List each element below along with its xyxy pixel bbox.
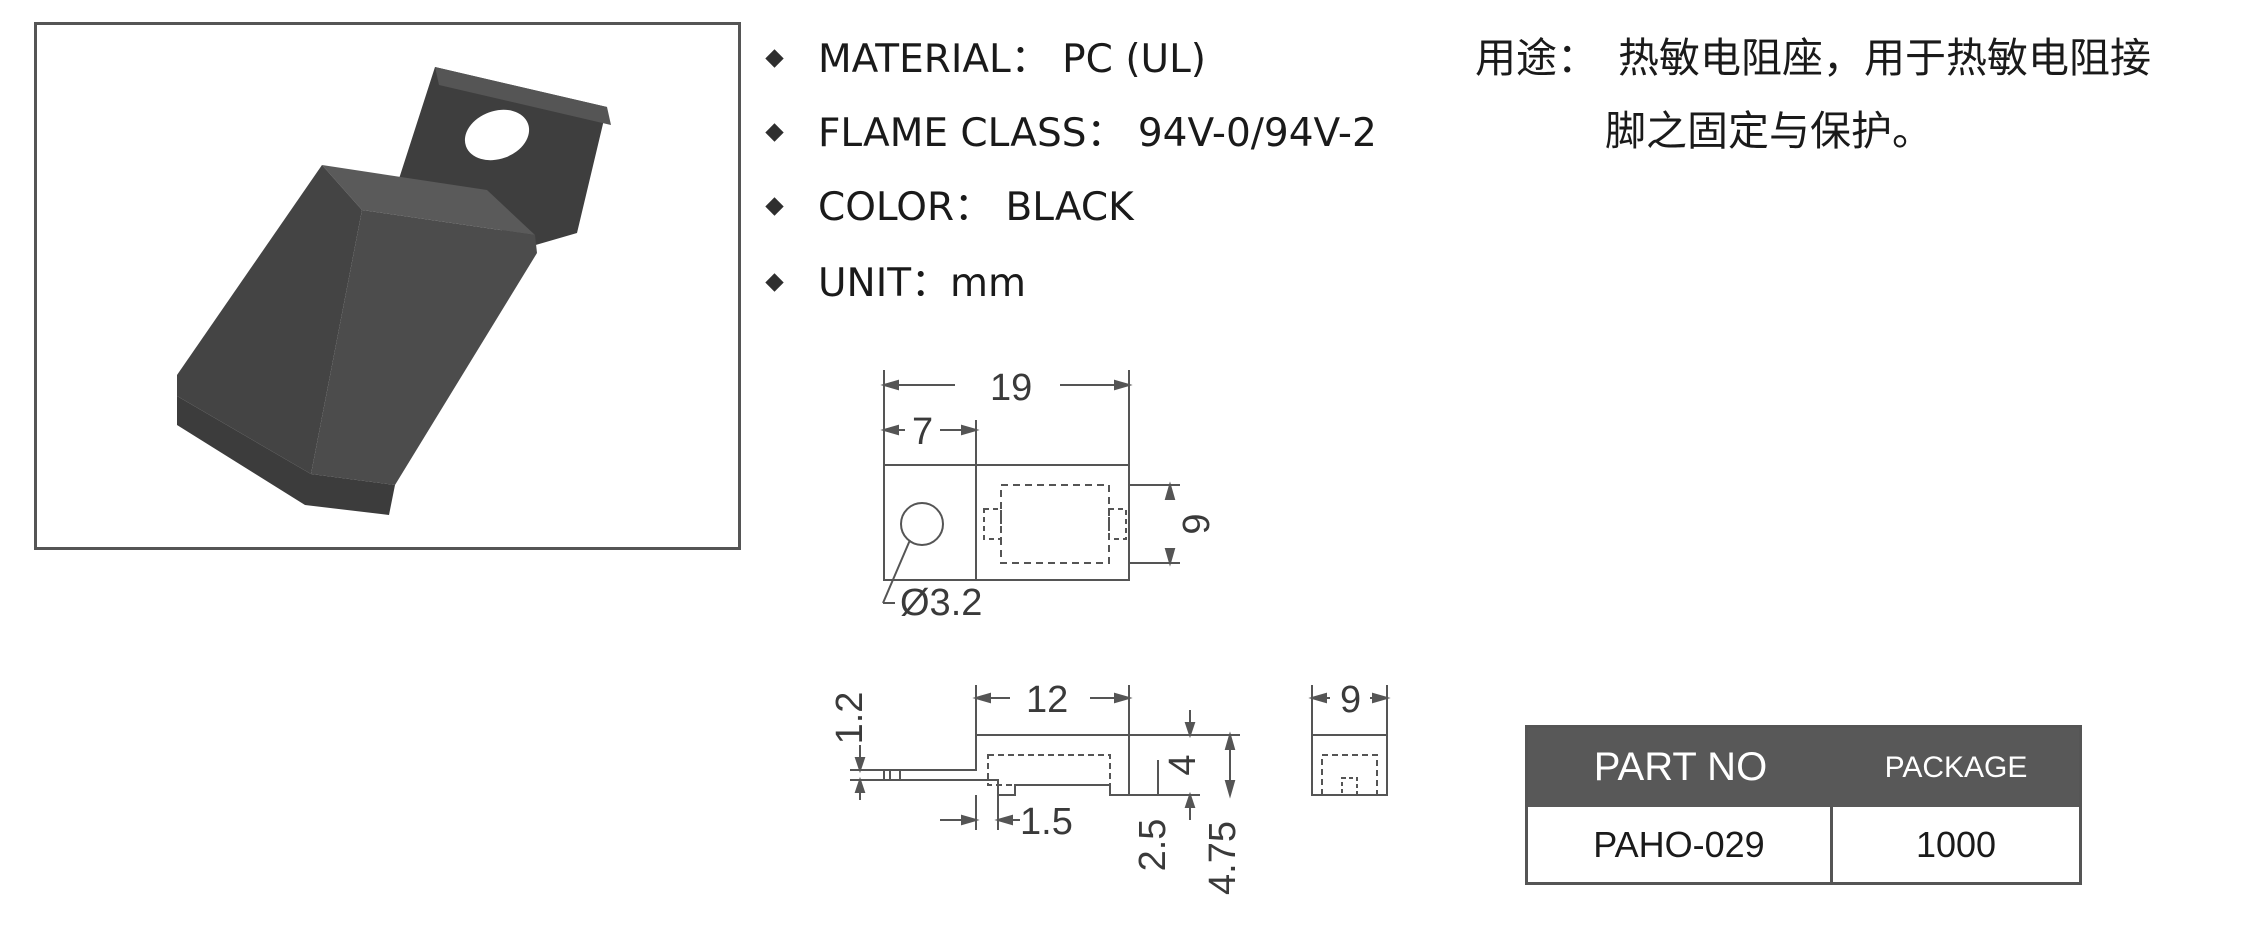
- spec-flame-class-text: FLAME CLASS： 94V-0/94V-2: [818, 111, 1377, 156]
- dim-12: 12: [1026, 679, 1068, 721]
- spec-color-text: COLOR： BLACK: [818, 185, 1134, 230]
- mounting-hole: [900, 502, 944, 546]
- usage-line-2: 脚之固定与保护。: [1605, 107, 1933, 155]
- cavity-hidden-line: [1000, 484, 1110, 564]
- product-photo: [177, 67, 611, 515]
- cell-package: 1000: [1915, 824, 1997, 865]
- product-photo-frame: [34, 22, 741, 550]
- cell-part-no: PAHO-029: [1528, 807, 1833, 882]
- usage-label: 用途：: [1475, 34, 1598, 82]
- spec-unit-text: UNIT：mm: [818, 261, 1027, 306]
- end-view-outline: [1311, 734, 1388, 796]
- dimension-drawing: 19 7 6 Ø3.2 12: [829, 367, 1391, 895]
- dim-7: 7: [912, 411, 933, 453]
- header-package: PACKAGE: [1884, 751, 2028, 784]
- parts-table: PART NO PACKAGE PAHO-029 1000: [1525, 725, 2082, 885]
- usage-line-1: 热敏电阻座，用于热敏电阻接: [1618, 34, 2151, 82]
- dim-19: 19: [990, 367, 1032, 409]
- header-part-no: PART NO: [1593, 745, 1768, 789]
- parts-table-header: [1528, 728, 2079, 807]
- technical-drawing: 19 7 6 Ø3.2 12: [820, 350, 1450, 914]
- diamond-bullet-icon: [765, 197, 784, 216]
- dim-2-5: 2.5: [1132, 819, 1174, 872]
- dim-1-2: 1.2: [829, 692, 871, 745]
- top-view-outline: [883, 464, 1130, 581]
- diamond-bullet-icon: [765, 123, 784, 142]
- dim-4-75: 4.75: [1202, 821, 1244, 895]
- diamond-bullet-icon: [765, 273, 784, 292]
- diamond-bullet-icon: [765, 49, 784, 68]
- dim-9: 9: [1340, 679, 1361, 721]
- dim-4: 4: [1162, 754, 1204, 775]
- dim-6: 6: [1174, 513, 1216, 534]
- spec-material-text: MATERIAL： PC (UL): [818, 37, 1207, 82]
- dim-diameter: Ø3.2: [900, 582, 982, 624]
- dim-1-5: 1.5: [1020, 801, 1073, 843]
